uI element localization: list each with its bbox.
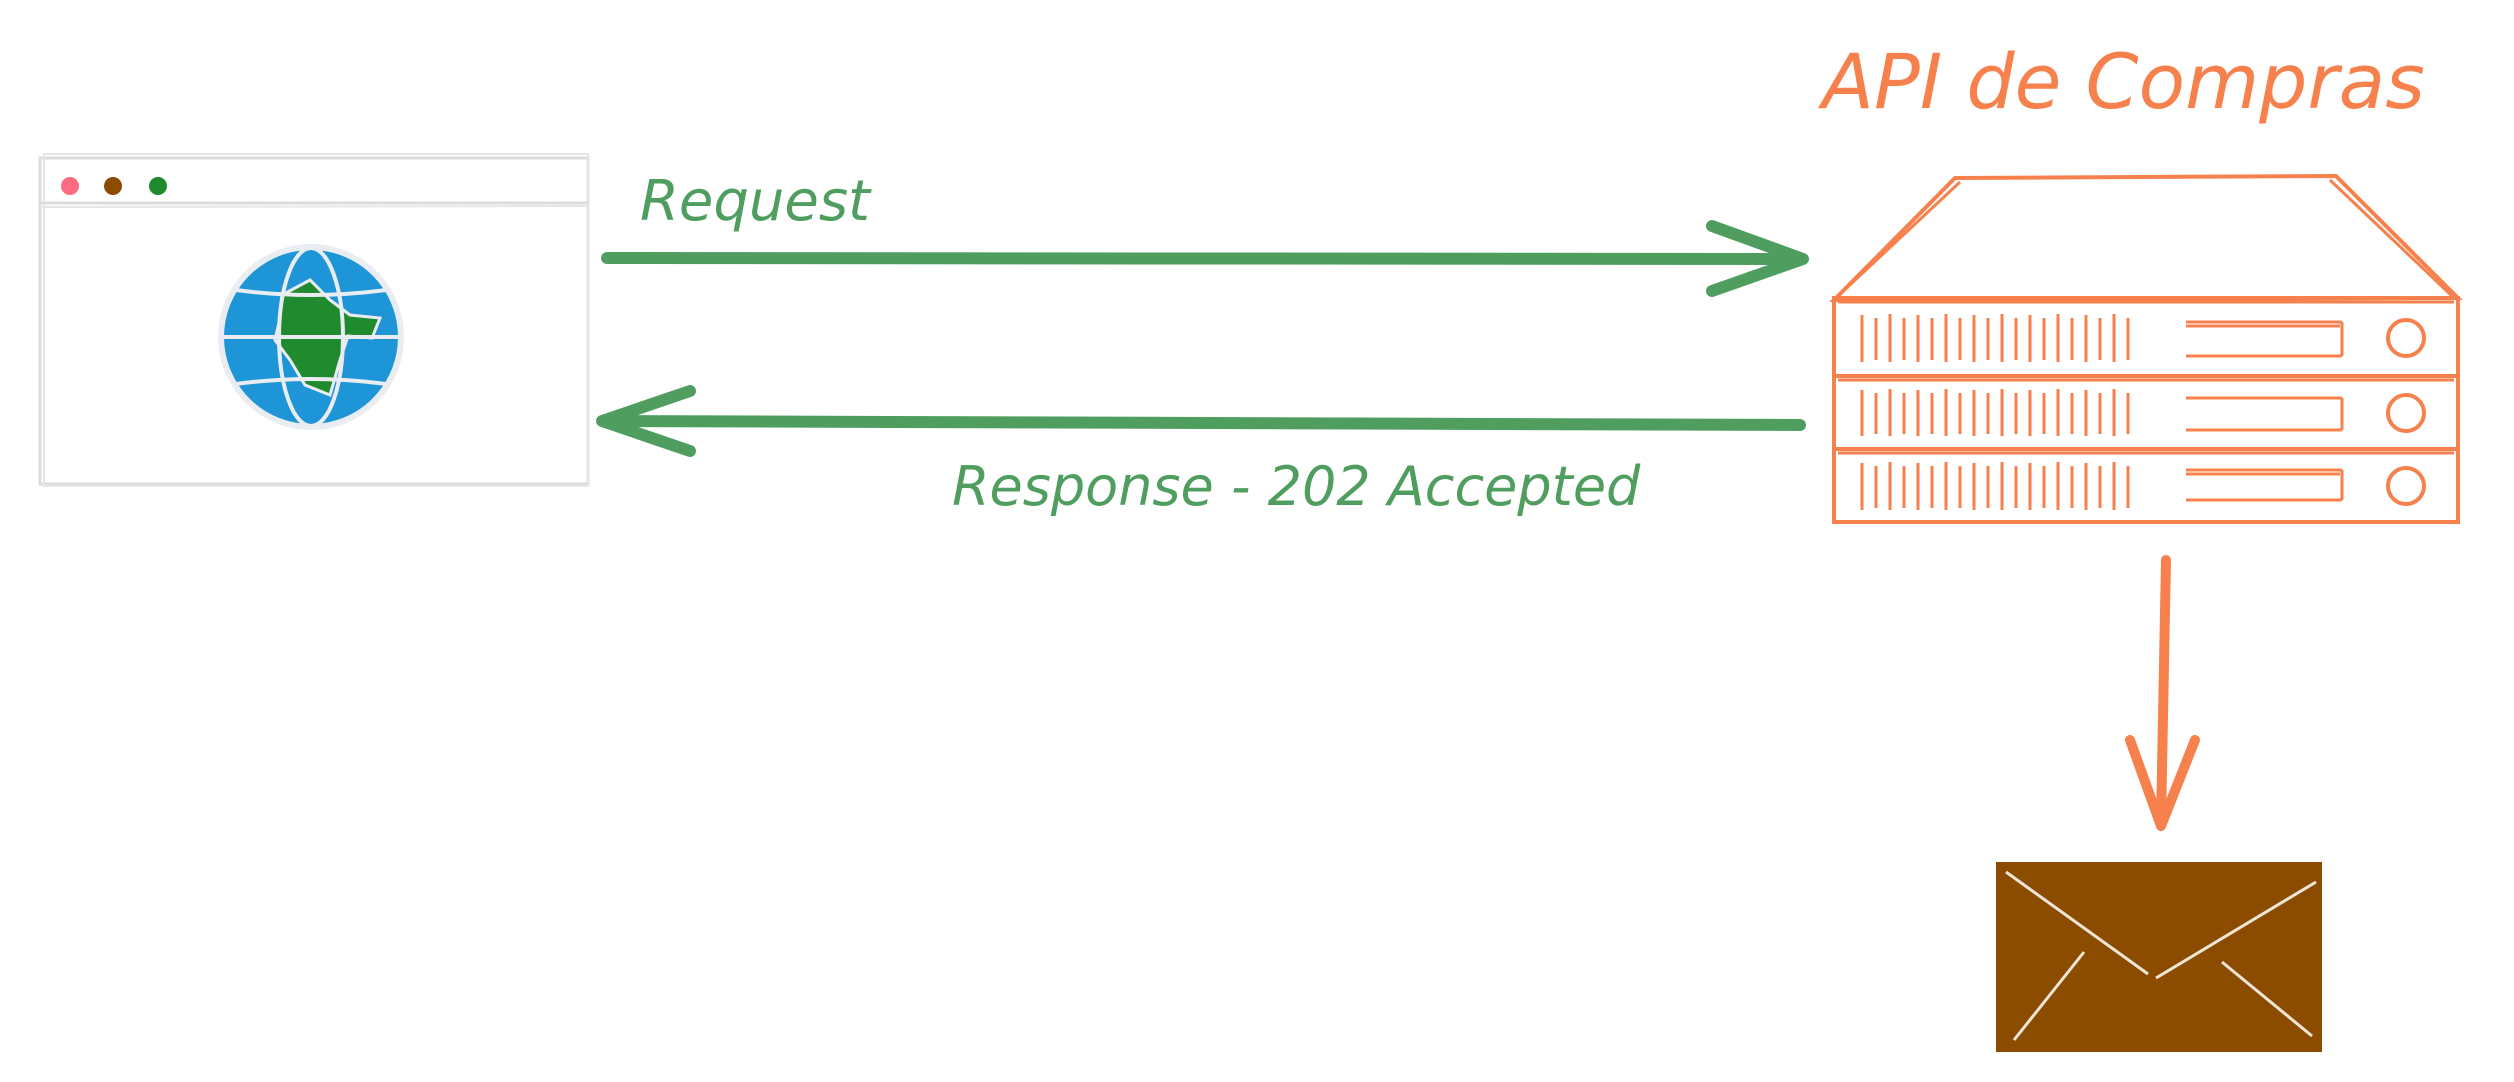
server-rack-icon	[1829, 173, 2463, 524]
browser-window	[38, 153, 590, 487]
window-maximize-dot	[149, 177, 167, 195]
window-close-dot	[61, 177, 79, 195]
request-arrow	[601, 220, 1809, 297]
queue-arrow	[2125, 555, 2200, 831]
envelope-icon	[1996, 862, 2322, 1052]
globe-icon	[218, 244, 404, 430]
response-label: Response - 202 Accepted	[952, 455, 1641, 518]
api-title: API de Compras	[1817, 37, 2425, 126]
window-minimize-dot	[104, 177, 122, 195]
response-arrow	[596, 385, 1806, 457]
request-label: Request	[640, 169, 872, 234]
